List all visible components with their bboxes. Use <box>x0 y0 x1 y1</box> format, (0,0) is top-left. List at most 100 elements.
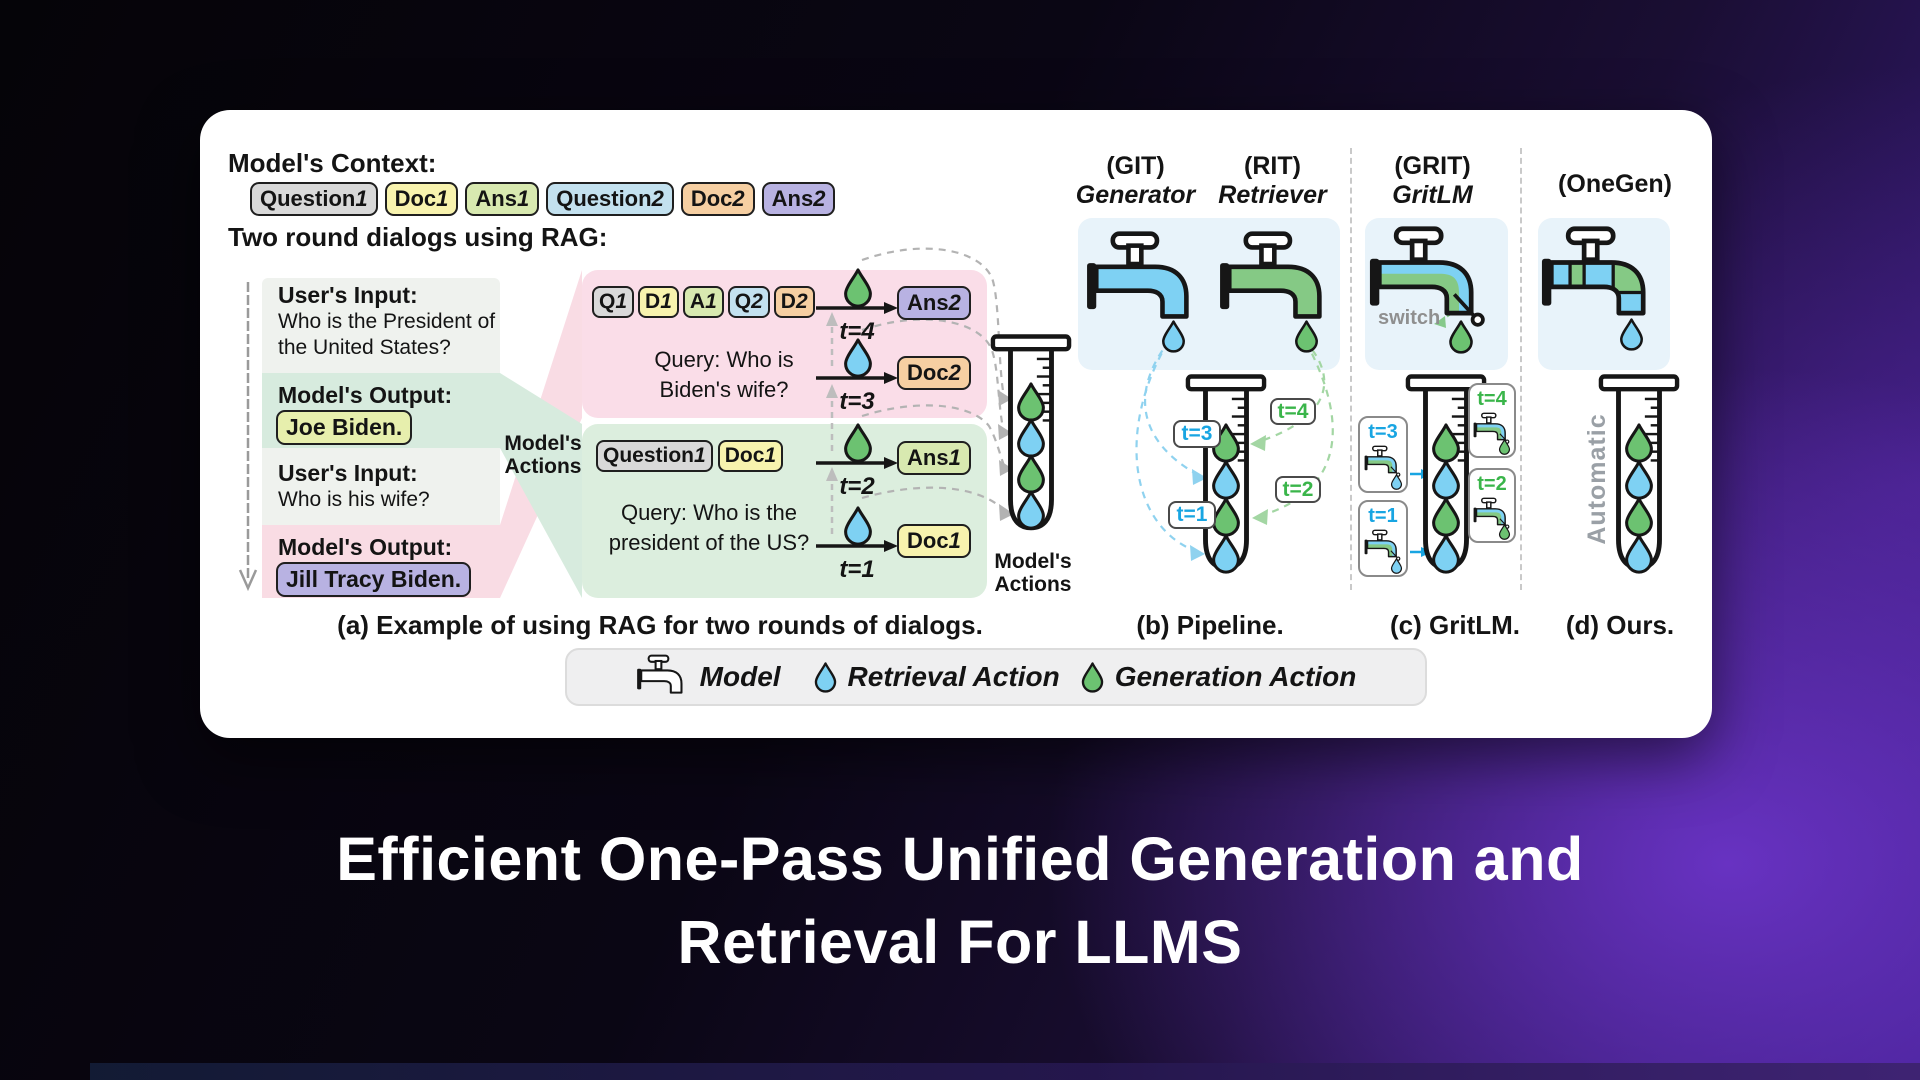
flow-overlay <box>238 247 1472 592</box>
separator-c-d <box>1520 148 1522 590</box>
retriever-faucet-drop <box>1295 320 1318 353</box>
round1-query: Query: Who is the president of the US? <box>608 500 810 555</box>
switch-label: switch <box>1378 307 1441 329</box>
tube-c-drop-3 <box>1432 497 1460 537</box>
tube-b-drop-4 <box>1212 534 1240 574</box>
tube-a-drop-4 <box>1017 490 1045 530</box>
legend-model-label: Model <box>699 661 781 692</box>
t1-label: t=1 <box>839 556 875 583</box>
tube-b-drop-2 <box>1212 460 1240 500</box>
onegen-faucet-icon <box>1540 225 1662 330</box>
mini-drop-blue <box>1390 558 1403 574</box>
legend-generation-drop-icon <box>1081 661 1103 693</box>
tube-d-drop-1 <box>1625 423 1653 463</box>
tube-a-drop-1 <box>1017 382 1045 422</box>
tube-c-drop-2 <box>1432 460 1460 500</box>
onegen-label: (OneGen) <box>1558 170 1672 198</box>
models-actions-tube-label: Model's Actions <box>994 550 1072 596</box>
pipeline-t1-badge: t=1 <box>1168 501 1216 529</box>
tube-a-drop-3 <box>1017 454 1045 494</box>
legend-generation-label: Generation Action <box>1114 661 1357 692</box>
t2-label: t=2 <box>839 473 875 500</box>
separator-b-c <box>1350 148 1352 590</box>
tube-d-drop-3 <box>1625 497 1653 537</box>
model-output-2-label: Model's Output: <box>278 534 453 560</box>
mini-drop-green <box>1498 524 1511 540</box>
gritlm-faucet-drop <box>1449 320 1473 354</box>
pipeline-t2-badge: t=2 <box>1275 476 1321 503</box>
user-input-2-label: User's Input: <box>278 460 418 486</box>
model-answer-2: Jill Tracy Biden. <box>276 562 472 597</box>
page-title-line1: Efficient One-Pass Unified Generation an… <box>336 825 1584 893</box>
page-title-line2: Retrieval For LLMS <box>677 908 1243 976</box>
rag-heading: Two round dialogs using RAG: <box>228 222 608 252</box>
user-input-1-line1: Who is the President of <box>278 310 496 333</box>
arrow-t1 <box>816 540 898 552</box>
bottom-bar <box>90 1063 1920 1080</box>
legend-retrieval-label: Retrieval Action <box>847 661 1060 692</box>
page-title: Efficient One-Pass Unified Generation an… <box>0 818 1920 984</box>
caption-c: (c) GritLM. <box>1390 610 1520 640</box>
arrow-t3 <box>816 372 898 384</box>
pipeline-t3-badge: t=3 <box>1173 420 1221 448</box>
pipeline-generator-label: (GIT) Generator <box>1075 152 1196 209</box>
gritlm-label: (GRIT) GritLM <box>1392 152 1473 209</box>
arrow-t2 <box>816 457 898 469</box>
automatic-label: Automatic <box>1583 413 1611 545</box>
gritlm-t3-box: t=3 <box>1358 416 1408 493</box>
retriever-faucet-icon <box>1218 230 1338 333</box>
ribbon-overlay <box>500 270 582 598</box>
pipeline-retriever-label: (RIT) Retriever <box>1218 152 1327 209</box>
tube-d-drop-2 <box>1625 460 1653 500</box>
gritlm-t4-box: t=4 <box>1468 383 1516 458</box>
context-heading: Model's Context: <box>228 148 437 178</box>
mini-drop-blue <box>1390 474 1403 490</box>
model-output-1-label: Model's Output: <box>278 382 453 408</box>
pipeline-t4-badge: t=4 <box>1270 398 1316 425</box>
onegen-faucet-drop <box>1620 318 1643 351</box>
gritlm-t1-box: t=1 <box>1358 500 1408 577</box>
caption-a: (a) Example of using RAG for two rounds … <box>337 610 983 640</box>
model-answer-1: Joe Biden. <box>276 410 413 445</box>
mini-drop-green <box>1498 439 1511 455</box>
arrow-t4 <box>816 302 898 314</box>
legend-retrieval-drop-icon <box>814 661 836 693</box>
tube-a-drop-2 <box>1017 418 1045 458</box>
tube-c-drop-1 <box>1432 423 1460 463</box>
model-faucet-icon <box>636 654 690 700</box>
generator-faucet-drop <box>1162 320 1185 353</box>
t3-label: t=3 <box>839 388 875 415</box>
caption-b: (b) Pipeline. <box>1136 610 1284 640</box>
models-actions-center-label: Model's Actions <box>504 432 582 478</box>
user-input-2-line1: Who is his wife? <box>278 488 430 511</box>
user-input-1-line2: the United States? <box>278 336 451 359</box>
generator-faucet-icon <box>1085 230 1205 333</box>
legend: Model Retrieval Action Generation Action <box>565 648 1427 706</box>
tube-d-drop-4 <box>1625 534 1653 574</box>
gritlm-t2-box: t=2 <box>1468 468 1516 543</box>
round2-query: Query: Who is Biden's wife? <box>654 347 794 402</box>
caption-d: (d) Ours. <box>1565 610 1675 640</box>
